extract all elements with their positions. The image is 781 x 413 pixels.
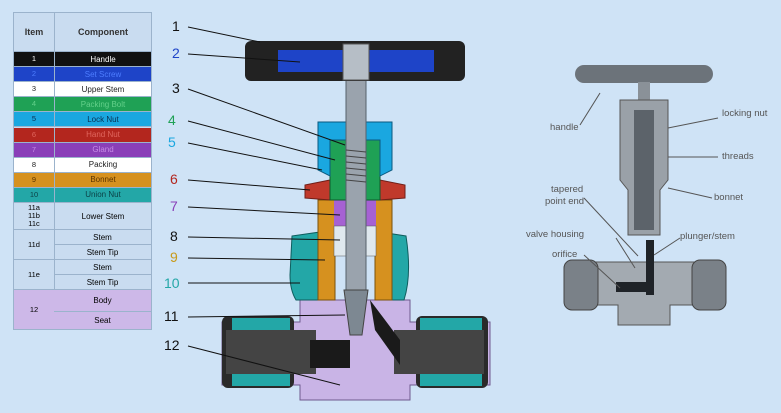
callout-number: 11 (164, 308, 179, 324)
photo-leader-lines (579, 92, 719, 289)
photo-orifice-passage (616, 282, 646, 292)
legend-component-name: Gland (92, 145, 114, 155)
leader-lines (187, 26, 346, 386)
handle-hub (342, 43, 370, 81)
callout-number: 8 (170, 228, 178, 244)
legend-header: Item Component (14, 13, 151, 52)
lower-stem-tip (343, 289, 369, 336)
stem-threads (345, 149, 367, 183)
legend-component-name: Handle (90, 54, 116, 64)
lock-nut (317, 121, 393, 177)
legend-row: 5 Lock Nut (14, 112, 151, 128)
photo-label-threads: threads (722, 151, 754, 162)
legend-item-number: 5 (14, 112, 55, 127)
legend-component-name: Packing Bolt (80, 99, 126, 109)
legend-item-number: 10 (14, 187, 55, 202)
legend-item-number: 7 (14, 142, 55, 157)
legend-component-name: Hand Nut (86, 130, 120, 140)
photo-handle (575, 65, 713, 83)
legend-row: 10 Union Nut (14, 187, 151, 203)
legend-component-name: Upper Stem (81, 84, 125, 94)
legend-row: 6 Hand Nut (14, 127, 151, 143)
legend-row: 7 Gland (14, 142, 151, 158)
legend-row: 4 Packing Bolt (14, 97, 151, 113)
callout-number: 2 (172, 45, 180, 61)
left-fitting-nut-bottom (232, 374, 290, 386)
photo-stem (634, 110, 654, 230)
legend-row: 2 Set Screw (14, 67, 151, 83)
union-nut-left (289, 231, 321, 301)
photo-label-handle: handle (550, 122, 579, 133)
bonnet-right (374, 199, 393, 301)
legend-sub-seat: Seat (54, 312, 151, 329)
legend-header-item: Item (14, 13, 55, 51)
left-tube (226, 330, 316, 374)
right-fitting-nut-top (420, 318, 482, 330)
callout-number: 5 (168, 134, 176, 150)
legend-item-11b: 11b (28, 211, 40, 220)
callout-number: 12 (164, 337, 180, 353)
callout-number: 10 (164, 275, 180, 291)
right-fitting-nut-bottom (420, 374, 482, 386)
photo-label-valve-housing: valve housing (526, 229, 585, 240)
photo-label-bonnet: bonnet (714, 192, 744, 203)
legend-component-name: Union Nut (85, 190, 121, 200)
inlet-passage (310, 340, 350, 368)
legend-item-number: 8 (14, 157, 55, 172)
photo-label-locking-nut: locking nut (722, 108, 768, 119)
legend-sub-11e-stem: Stem (54, 260, 151, 275)
legend-component-name: Set Screw (84, 69, 122, 79)
callout-number: 1 (172, 18, 180, 34)
legend-component-name: Packing (88, 160, 118, 170)
photo-label-plunger-stem: plunger/stem (680, 231, 735, 242)
legend-item-11c: 11c (28, 219, 40, 228)
hand-nut-right (379, 179, 406, 201)
photo-label-orifice: orifice (552, 249, 578, 260)
photo-label-tapered: tapered (551, 184, 584, 195)
set-screw-right (366, 50, 434, 72)
legend-sub-11d-stem: Stem (54, 230, 151, 245)
legend-row: 3 Upper Stem (14, 82, 151, 98)
callout-number: 3 (172, 80, 180, 96)
photo-plunger (646, 240, 654, 295)
legend-item-number: 2 (14, 67, 55, 82)
legend-header-component: Component (78, 27, 128, 37)
legend-sub-11d-stem-tip: Stem Tip (54, 245, 151, 260)
left-fitting-nut-top (232, 318, 290, 330)
valve-photo-illustration (563, 65, 727, 326)
photo-label-point-end: point end (545, 196, 585, 207)
legend-row-lower-stem: 11a 11b 11c Lower Stem (14, 203, 151, 230)
right-tube (394, 330, 484, 374)
legend-component-name: Lock Nut (87, 114, 119, 124)
callout-number: 4 (168, 112, 176, 128)
legend-component-name: Bonnet (90, 175, 116, 185)
photo-right-fitting (691, 259, 727, 311)
legend-item-11abc: 11a 11b 11c (14, 203, 55, 229)
callout-number: 9 (170, 249, 178, 265)
legend-item-number: 9 (14, 172, 55, 187)
legend-item-number: 6 (14, 127, 55, 142)
component-legend-table: Item Component 1 Handle 2 Set Screw 3 Upper S… (13, 12, 152, 330)
callout-number: 6 (170, 171, 178, 187)
legend-item-number: 4 (14, 97, 55, 112)
photo-stem-top (638, 82, 650, 102)
legend-sub-body: Body (54, 290, 151, 312)
legend-row: 8 Packing (14, 157, 151, 173)
legend-row: 9 Bonnet (14, 172, 151, 188)
legend-item-number: 1 (14, 52, 55, 67)
legend-item-11a: 11a (28, 203, 40, 212)
legend-item-number: 3 (14, 82, 55, 97)
legend-component-lower-stem: Lower Stem (81, 211, 125, 221)
legend-sub-11e-stem-tip: Stem Tip (54, 275, 151, 290)
outlet-passage (370, 300, 400, 365)
legend-row: 1 Handle (14, 52, 151, 68)
valve-cutaway-diagram (187, 26, 491, 401)
photo-left-fitting (563, 259, 599, 311)
set-screw-left (278, 50, 346, 72)
callout-number: 7 (170, 198, 178, 214)
